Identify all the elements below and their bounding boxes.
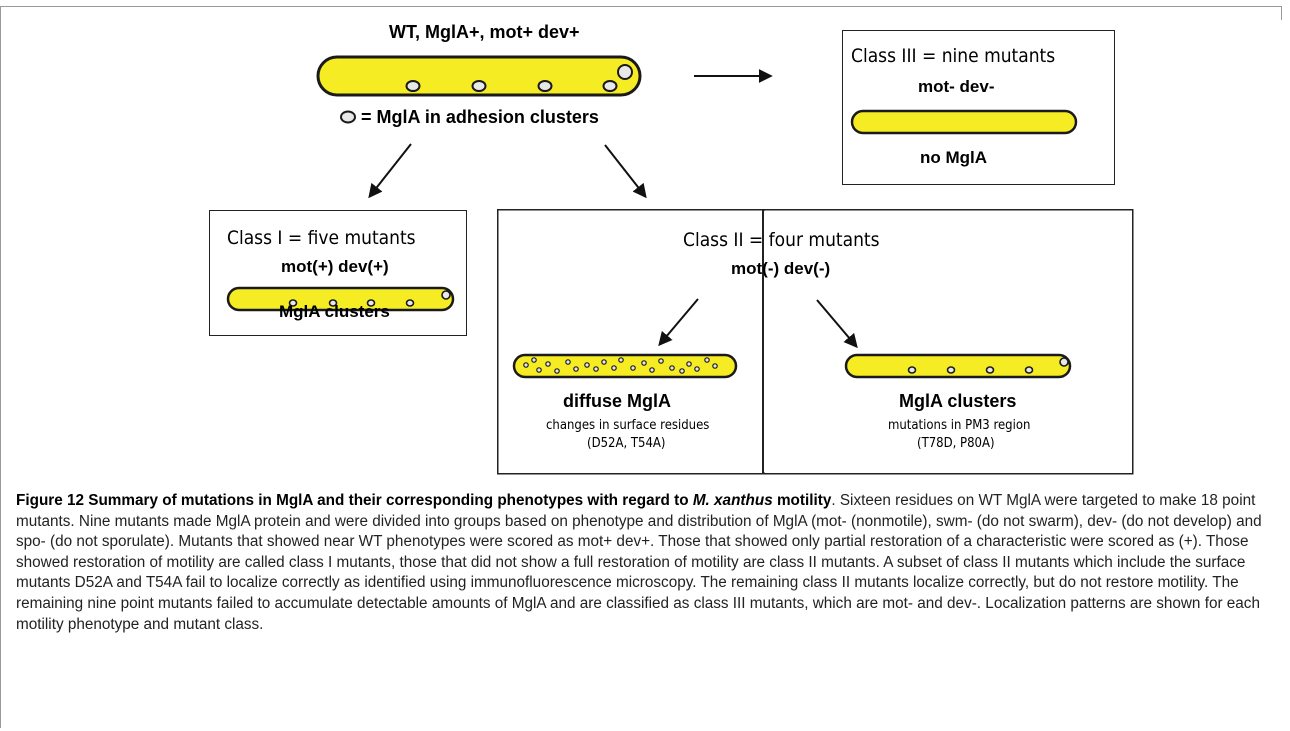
caption-body: . Sixteen residues on WT MglA were targe…	[16, 492, 1262, 633]
class1-cell	[226, 286, 455, 312]
figure-caption: Figure 12 Summary of mutations in MglA a…	[16, 491, 1282, 635]
class3-box	[842, 30, 1115, 185]
legend-cluster-icon	[340, 110, 356, 124]
page-frame-right	[1281, 6, 1282, 20]
arrow-to-class2	[604, 144, 647, 199]
page-frame-top	[0, 6, 1282, 7]
class3-title: Class III = nine mutants	[851, 45, 1056, 67]
arrow-to-class1	[368, 143, 412, 199]
diffuse-sub1: changes in surface residues	[546, 418, 710, 433]
class2-diffuse-cell	[512, 353, 738, 379]
class2-box-right-part	[762, 209, 763, 474]
class3-note: no MglA	[920, 148, 988, 167]
class2-title: Class II = four mutants	[683, 229, 880, 251]
class1-title: Class I = five mutants	[227, 227, 416, 249]
page-frame-left	[0, 6, 1, 728]
class3-phenotype: mot- dev-	[918, 77, 995, 96]
caption-title-prefix: Figure 12 Summary of mutations in MglA a…	[16, 492, 693, 509]
diffuse-label: diffuse MglA	[563, 391, 671, 411]
caption-title-italic: M. xanthus	[692, 492, 773, 509]
arrow-to-clusters	[816, 299, 858, 349]
class2-phenotype: mot(-) dev(-)	[731, 259, 831, 278]
arrow-to-diffuse	[658, 298, 699, 347]
clusters-sub1: mutations in PM3 region	[888, 418, 1031, 433]
wt-cell	[316, 55, 642, 97]
class2-clusters-cell	[844, 353, 1072, 379]
class2-frame-mask	[764, 211, 1130, 472]
legend-text: = MglA in adhesion clusters	[361, 107, 599, 127]
clusters-sub2: (T78D, P80A)	[917, 436, 995, 451]
class1-phenotype: mot(+) dev(+)	[281, 257, 389, 276]
diffuse-sub2: (D52A, T54A)	[587, 436, 666, 451]
clusters-label: MglA clusters	[899, 391, 1017, 411]
caption-title-suffix: motility	[772, 492, 832, 509]
wt-label: WT, MglA+, mot+ dev+	[389, 22, 580, 42]
caption-title: Figure 12 Summary of mutations in MglA a…	[16, 492, 831, 509]
class1-note: MglA clusters	[279, 302, 390, 321]
class3-cell	[850, 109, 1078, 135]
class1-box	[209, 210, 467, 336]
